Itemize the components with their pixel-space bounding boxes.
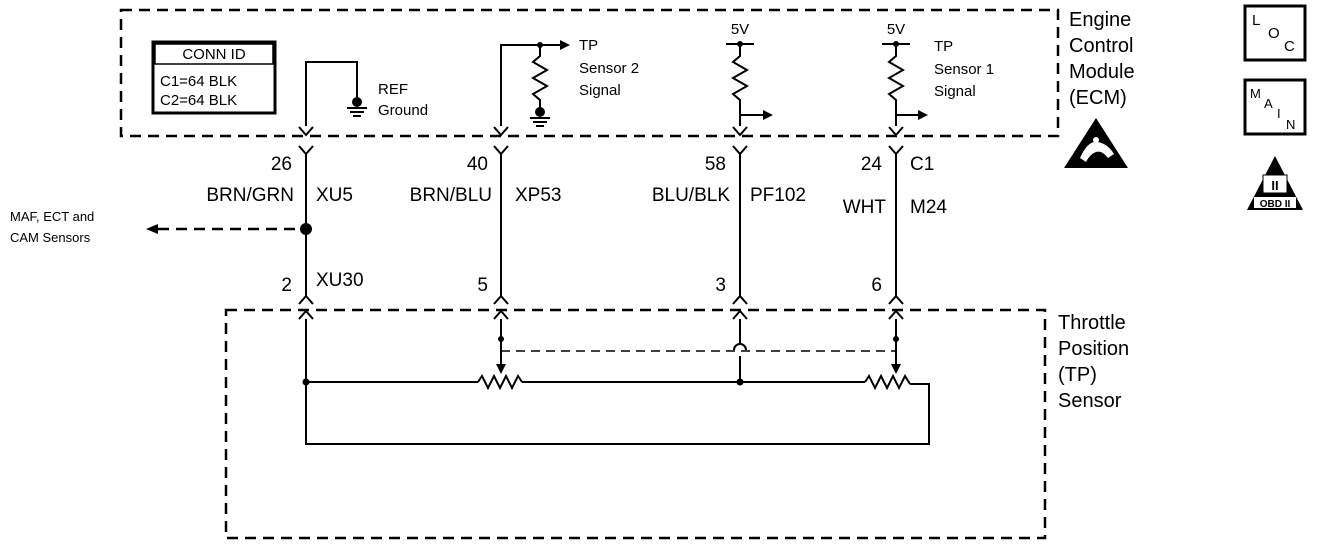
ecm-label: Engine Control Module (ECM)	[1069, 9, 1135, 109]
tp-sensor-internals	[302, 319, 930, 445]
conn-id-row-1: C1=64 BLK	[160, 73, 237, 90]
circuit-m24: M24	[910, 197, 947, 218]
main-icon[interactable]: M A I N	[1243, 78, 1307, 136]
ecm-pin-58: 58	[705, 154, 726, 175]
ecm-label-1: Engine	[1069, 9, 1131, 31]
external-label-2: CAM Sensors	[10, 230, 91, 245]
wire-color-24: WHT	[843, 197, 887, 218]
ecm-label-3: Module	[1069, 61, 1135, 83]
sensor-terminals	[298, 294, 904, 320]
tp1-label-2: Sensor 1	[934, 61, 994, 78]
tp-sensor-label-1: Throttle	[1058, 312, 1126, 334]
sensor-pin-5: 5	[477, 275, 488, 296]
sensor-pin-6: 6	[871, 275, 882, 296]
ecm-pin-24: 24	[861, 154, 883, 175]
ecm-terminals	[298, 126, 904, 156]
ecm-pin-40: 40	[467, 154, 488, 175]
circuit-xp53: XP53	[515, 185, 561, 206]
tp2-signal-circuit: TP Sensor 2 Signal	[500, 37, 639, 127]
sensor-pin-2: 2	[281, 275, 292, 296]
tp2-label-2: Sensor 2	[579, 60, 639, 77]
wire-color-26: BRN/GRN	[206, 185, 294, 206]
sensor-pin-3: 3	[715, 275, 726, 296]
tp-sensor-label-3: (TP)	[1058, 364, 1097, 386]
svg-text:N: N	[1286, 117, 1295, 132]
ecm-pin-26: 26	[271, 154, 292, 175]
splice-xu30: MAF, ECT and CAM Sensors	[10, 209, 312, 245]
ref-ground-circuit: REF Ground	[305, 61, 428, 126]
svg-text:L: L	[1252, 12, 1260, 29]
esd-warning-icon	[1064, 118, 1128, 168]
svg-text:M: M	[1250, 86, 1261, 101]
circuit-pf102: PF102	[750, 185, 806, 206]
ref-ground-label-1: REF	[378, 81, 408, 98]
supply-5v-circuit-a: 5V	[726, 21, 773, 126]
external-label-1: MAF, ECT and	[10, 209, 94, 224]
supply-5v-label-a: 5V	[731, 21, 749, 38]
svg-text:OBD II: OBD II	[1260, 199, 1291, 210]
tp1-signal-circuit: 5V TP Sensor 1 Signal	[882, 21, 994, 126]
svg-text:I: I	[1277, 106, 1281, 121]
ecm-label-2: Control	[1069, 35, 1133, 57]
svg-text:O: O	[1268, 25, 1280, 42]
wire-color-40: BRN/BLU	[410, 185, 492, 206]
tp1-label-3: Signal	[934, 83, 976, 100]
tp2-label-1: TP	[579, 37, 598, 54]
ecm-boundary	[119, 8, 1060, 138]
conn-id-title: CONN ID	[182, 46, 246, 63]
svg-text:II: II	[1271, 178, 1278, 193]
tp1-label-1: TP	[934, 38, 953, 55]
circuit-xu5: XU5	[316, 185, 353, 206]
conn-id-row-2: C2=64 BLK	[160, 92, 237, 109]
loc-icon[interactable]: L O C	[1243, 4, 1307, 62]
tp-sensor-label-2: Position	[1058, 338, 1129, 360]
conn-id-box: CONN ID C1=64 BLK C2=64 BLK	[151, 40, 277, 115]
ecm-label-4: (ECM)	[1069, 87, 1127, 109]
connector-c1: C1	[910, 154, 934, 175]
ref-ground-label-2: Ground	[378, 102, 428, 119]
svg-text:C: C	[1284, 38, 1295, 55]
tp-sensor-boundary	[224, 308, 1047, 540]
supply-5v-label-b: 5V	[887, 21, 905, 38]
tp2-label-3: Signal	[579, 82, 621, 99]
wire-color-58: BLU/BLK	[652, 185, 730, 206]
tp-sensor-label: Throttle Position (TP) Sensor	[1058, 312, 1129, 412]
splice-label-xu30: XU30	[316, 270, 364, 291]
obd-ii-icon[interactable]: II OBD II	[1247, 156, 1303, 210]
svg-text:A: A	[1264, 96, 1273, 111]
tp-sensor-label-4: Sensor	[1058, 390, 1122, 412]
